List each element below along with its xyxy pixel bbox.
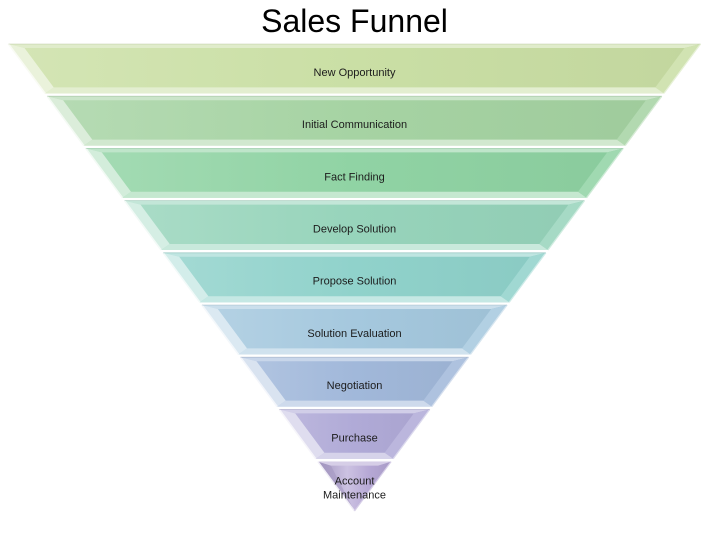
funnel-segment-purchase: Purchase	[278, 408, 431, 460]
funnel-segment-fact-finding: Fact Finding	[85, 147, 624, 199]
funnel-segment-label: Negotiation	[327, 380, 383, 392]
funnel-segment-label: Propose Solution	[313, 276, 397, 288]
funnel-segment-new-opportunity: New Opportunity	[7, 43, 702, 94]
funnel-segment-label: Maintenance	[323, 489, 386, 501]
funnel-segment-initial-communication: Initial Communication	[46, 95, 663, 147]
funnel-segment-label: New Opportunity	[314, 67, 396, 79]
funnel-segment-negotiation: Negotiation	[239, 356, 470, 408]
funnel-segment-label: Develop Solution	[313, 224, 396, 236]
funnel-segment-solution-evaluation: Solution Evaluation	[201, 304, 508, 355]
funnel-segment-label: Fact Finding	[324, 171, 385, 183]
funnel-segment-develop-solution: Develop Solution	[123, 200, 586, 251]
funnel-segment-propose-solution: Propose Solution	[162, 252, 547, 303]
funnel-segment-label: Solution Evaluation	[307, 328, 401, 340]
funnel-segment-label: Initial Communication	[302, 119, 407, 131]
funnel-segment-label: Purchase	[331, 432, 377, 444]
chart-title: Sales Funnel	[261, 3, 448, 39]
funnel-segment-label: Account	[335, 475, 375, 487]
